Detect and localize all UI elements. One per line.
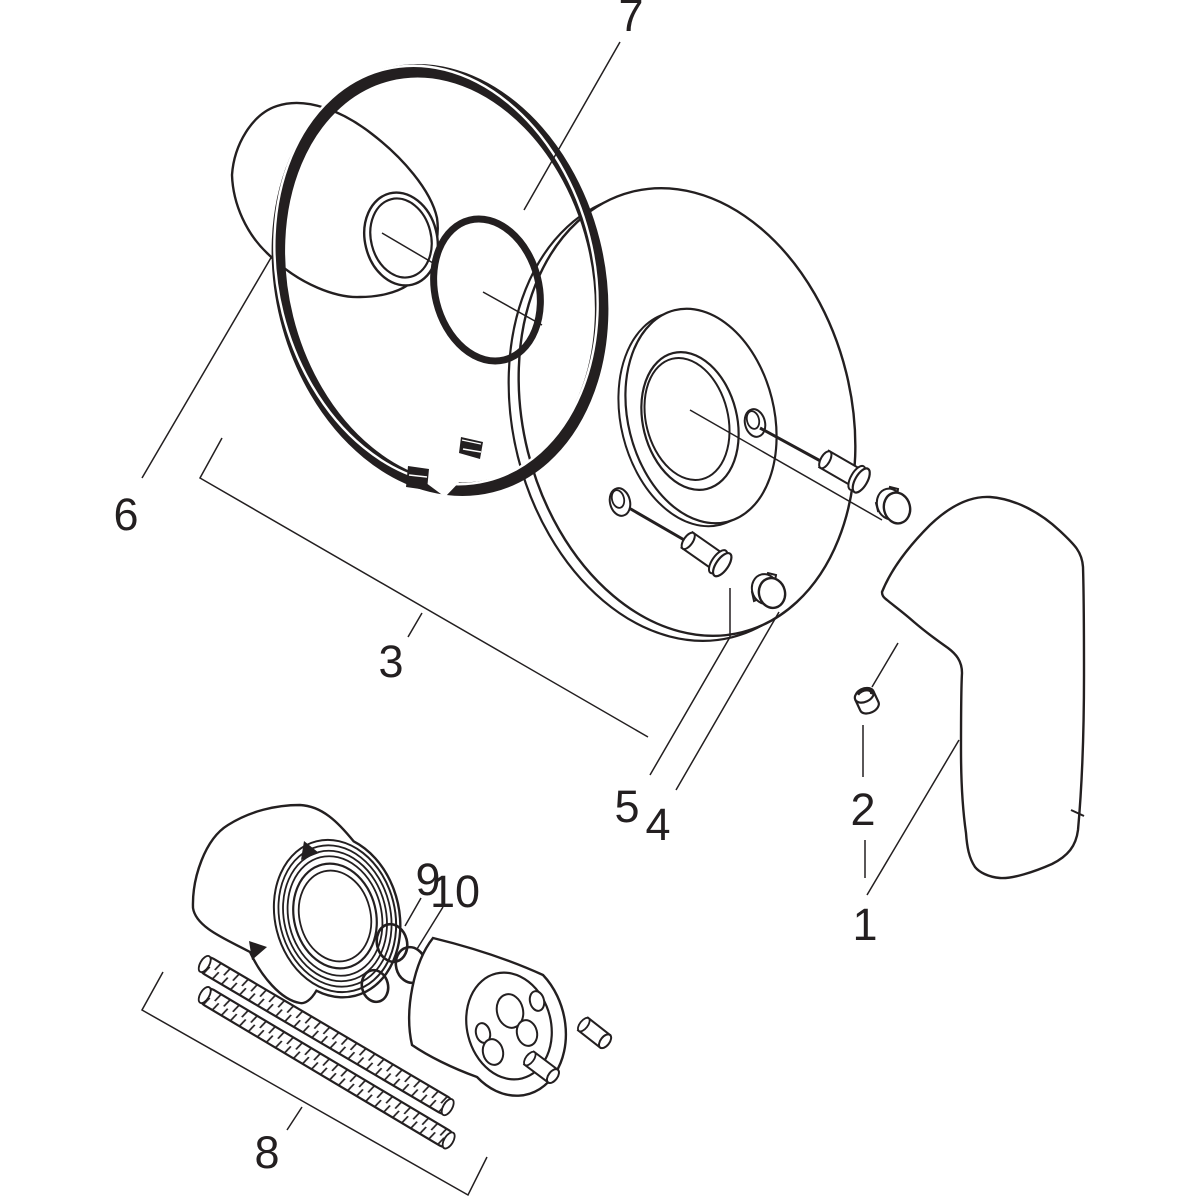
screw-cap-upper	[874, 485, 912, 525]
bracket-3	[198, 437, 649, 738]
part-label-7: 7	[618, 0, 643, 41]
part-label-6: 6	[113, 489, 138, 540]
leader-2-upper	[871, 642, 899, 688]
axis-lines	[381, 232, 883, 543]
leader-10	[416, 906, 444, 950]
part-2-bushing	[853, 686, 880, 715]
rotation-arrow-top	[301, 841, 319, 860]
leader-7	[523, 41, 621, 211]
ring-end-lower	[406, 466, 429, 490]
bracket-8	[140, 971, 488, 1197]
bracket-3-tick	[407, 612, 423, 638]
leader-5	[649, 588, 731, 776]
mounting-sleeve	[191, 803, 402, 1005]
part-number-labels: 7 6 3 5 4 2 1 9 10 8	[113, 0, 877, 1178]
screw-cap-lower	[750, 571, 787, 610]
part-label-2: 2	[850, 784, 875, 835]
split-ring	[271, 64, 609, 497]
part-1-handle	[880, 495, 1086, 880]
screw-hole-upper	[743, 408, 767, 438]
rotation-arrow-left	[249, 941, 267, 960]
part-label-1: 1	[852, 899, 877, 950]
seal-ring-extra	[360, 968, 390, 1004]
adapter-pin-1	[522, 1050, 560, 1084]
part-label-5: 5	[614, 781, 639, 832]
screw-lower	[680, 530, 733, 578]
leader-9	[404, 897, 422, 927]
part-label-10: 10	[430, 866, 480, 917]
part-label-9: 9	[415, 854, 440, 905]
leader-6	[141, 255, 273, 479]
part-7-o-ring	[430, 215, 544, 365]
screw-hole-lower	[608, 487, 632, 517]
leader-lines	[140, 41, 960, 1197]
screw-upper	[817, 449, 871, 494]
bracket-8-tick	[286, 1106, 303, 1131]
part-label-3: 3	[378, 636, 403, 687]
part-3-escutcheon	[507, 186, 857, 642]
leader-1-diagonal	[866, 739, 960, 896]
ring-end-upper	[459, 437, 483, 459]
part-8-threaded-rod-1	[197, 955, 455, 1117]
part-label-4: 4	[645, 799, 670, 850]
leader-4	[675, 611, 780, 791]
part-8-threaded-rod-2	[197, 986, 456, 1150]
handle-seam	[1070, 809, 1085, 817]
part-label-8: 8	[254, 1127, 279, 1178]
adapter-pin-2	[576, 1016, 613, 1050]
